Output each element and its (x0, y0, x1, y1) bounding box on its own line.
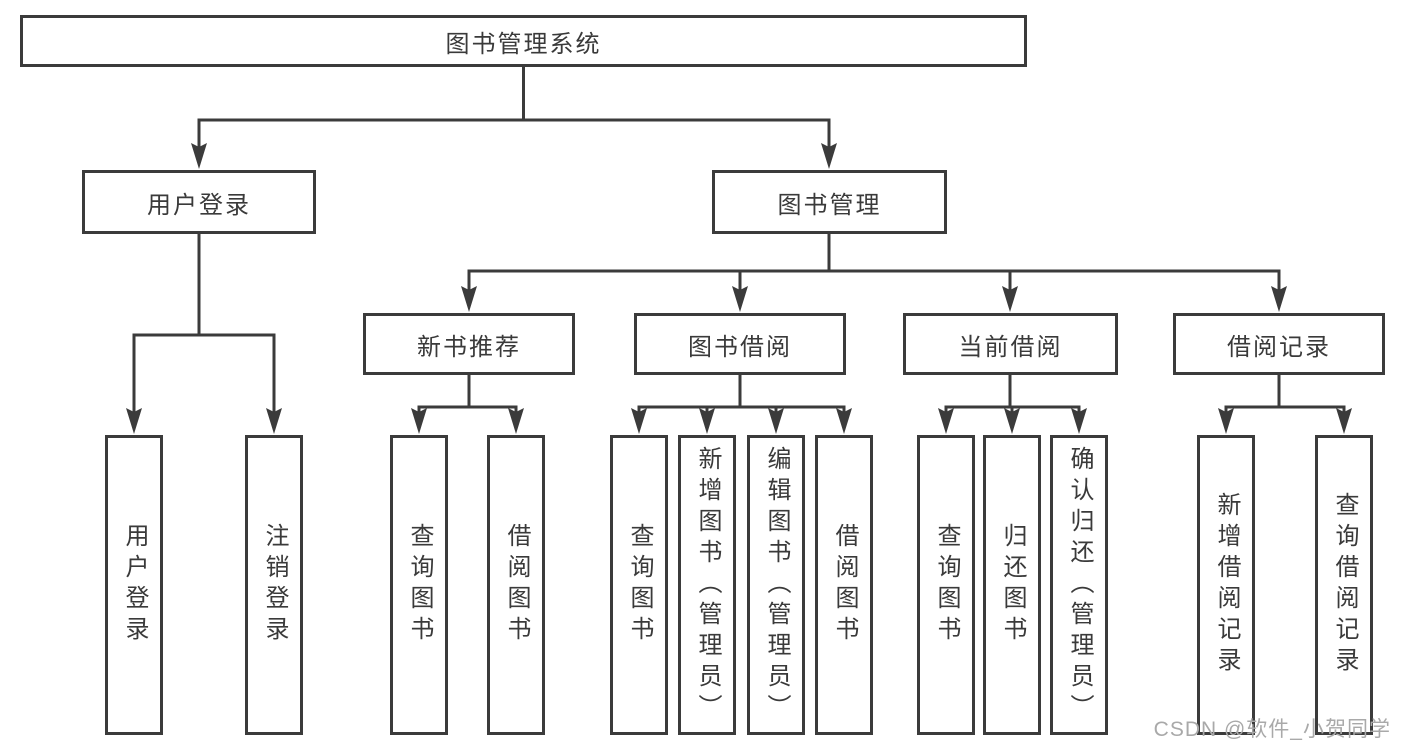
node-book-management: 图书管理 (712, 170, 947, 234)
leaf-add-books-admin-label: 新增图书（管理员） (694, 445, 721, 725)
leaf-query-books-recommend: 查询图书 (390, 435, 448, 735)
node-user-login: 用户登录 (82, 170, 316, 234)
leaf-borrow-books: 借阅图书 (815, 435, 873, 735)
leaf-logout-label: 注销登录 (261, 523, 288, 647)
leaf-edit-books-admin-label: 编辑图书（管理员） (763, 445, 790, 725)
node-current-borrow-label: 当前借阅 (958, 333, 1063, 361)
leaf-borrow-books-recommend: 借阅图书 (487, 435, 545, 735)
leaf-user-login: 用户登录 (105, 435, 163, 735)
node-book-management-label: 图书管理 (777, 191, 882, 219)
leaf-add-borrow-record-label: 新增借阅记录 (1213, 492, 1240, 678)
leaf-query-books-current: 查询图书 (917, 435, 975, 735)
leaf-borrow-books-label: 借阅图书 (831, 523, 858, 647)
node-library-system-label: 图书管理系统 (445, 30, 602, 58)
node-library-system: 图书管理系统 (20, 15, 1027, 67)
node-book-borrow: 图书借阅 (634, 313, 846, 375)
leaf-user-login-label: 用户登录 (121, 523, 148, 647)
node-new-book-recommend-label: 新书推荐 (417, 333, 521, 361)
leaf-query-books-borrow-label: 查询图书 (626, 523, 653, 647)
arrowheads (126, 143, 1352, 434)
leaf-query-borrow-record: 查询借阅记录 (1315, 435, 1373, 735)
leaf-query-books-recommend-label: 查询图书 (406, 523, 433, 647)
leaf-logout: 注销登录 (245, 435, 303, 735)
node-current-borrow: 当前借阅 (903, 313, 1118, 375)
leaf-edit-books-admin: 编辑图书（管理员） (747, 435, 805, 735)
leaf-confirm-return-admin: 确认归还（管理员） (1050, 435, 1108, 735)
leaf-add-borrow-record: 新增借阅记录 (1197, 435, 1255, 735)
leaf-borrow-books-recommend-label: 借阅图书 (503, 523, 530, 647)
leaf-return-books-label: 归还图书 (999, 523, 1026, 647)
leaf-query-borrow-record-label: 查询借阅记录 (1331, 492, 1358, 678)
leaf-add-books-admin: 新增图书（管理员） (678, 435, 736, 735)
leaf-query-books-borrow: 查询图书 (610, 435, 668, 735)
csdn-watermark: CSDN @软件_小贺同学 (1153, 718, 1391, 741)
node-book-borrow-label: 图书借阅 (688, 333, 792, 361)
node-borrow-records-label: 借阅记录 (1227, 333, 1331, 361)
leaf-query-books-current-label: 查询图书 (933, 523, 960, 647)
node-new-book-recommend: 新书推荐 (363, 313, 575, 375)
node-user-login-label: 用户登录 (147, 191, 251, 219)
leaf-return-books: 归还图书 (983, 435, 1041, 735)
node-borrow-records: 借阅记录 (1173, 313, 1385, 375)
leaf-confirm-return-admin-label: 确认归还（管理员） (1066, 445, 1093, 725)
